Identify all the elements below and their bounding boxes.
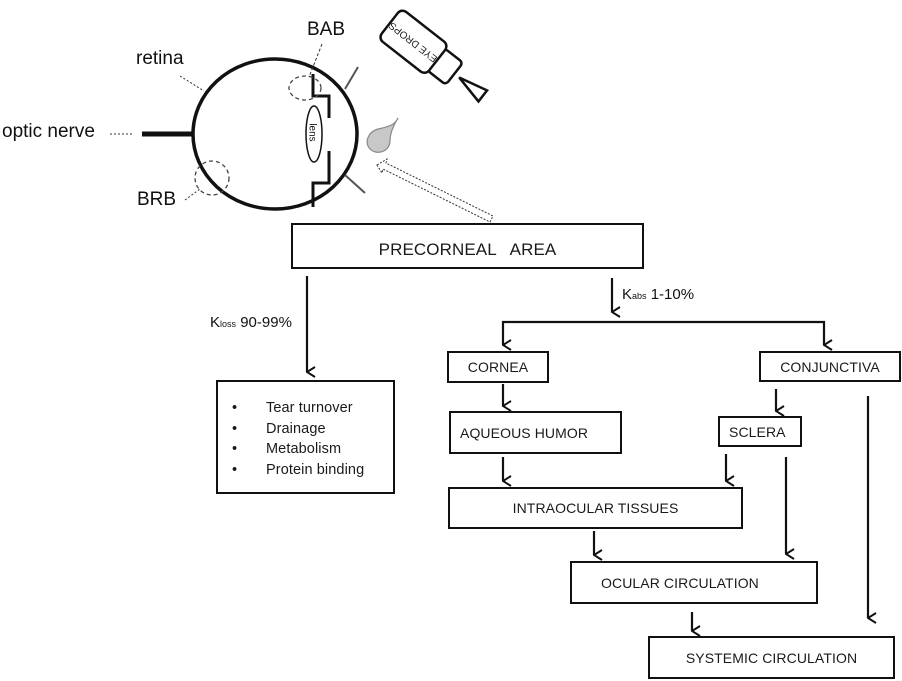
conjunctiva-box: CONJUNCTIVA [759, 351, 901, 382]
conjunctiva-label: CONJUNCTIVA [780, 358, 880, 375]
bab-region [288, 75, 322, 101]
loss-item: Protein binding [230, 460, 364, 481]
split-connector-right [612, 320, 824, 345]
kloss-value: 90-99% [240, 314, 292, 331]
flow-connectors [305, 276, 868, 631]
sclera-label: SCLERA [729, 423, 786, 440]
kabs-symbol: K [622, 286, 633, 303]
precorneal-area-label: PRECORNEAL AREA [378, 240, 557, 259]
kloss-symbol: K [210, 314, 221, 331]
aqueous-humor-label: AQUEOUS HUMOR [460, 424, 589, 441]
sclera-box: SCLERA [718, 416, 802, 447]
ocular-circulation-box: OCULAR CIRCULATION [570, 561, 818, 604]
split-connector-left [501, 320, 612, 345]
loss-item: Metabolism [230, 439, 364, 460]
lens-label: lens [306, 123, 318, 142]
optic-nerve-label: optic nerve [2, 121, 95, 142]
cornea-label: CORNEA [467, 359, 529, 375]
intraocular-tissues-box: INTRAOCULAR TISSUES [448, 487, 743, 529]
bottle-tip [458, 76, 490, 104]
loss-item: Tear turnover [230, 398, 364, 419]
brb-leader [184, 188, 201, 201]
systemic-circulation-label: SYSTEMIC CIRCULATION [685, 649, 858, 666]
kloss-label: Kloss 90-99% [210, 314, 292, 331]
cornea-box: CORNEA [447, 351, 549, 383]
intraocular-tissues-label: INTRAOCULAR TISSUES [512, 500, 679, 516]
iris-lower [311, 151, 331, 207]
loss-mechanisms-list: Tear turnover Drainage Metabolism Protei… [230, 398, 364, 480]
iris-upper [311, 74, 331, 118]
hollow-arrow-to-eye [376, 157, 494, 223]
brb-region [194, 160, 230, 196]
aqueous-humor-box: AQUEOUS HUMOR [449, 411, 622, 454]
loss-item: Drainage [230, 419, 364, 440]
eye-illustration [110, 43, 366, 211]
bottle-body [379, 9, 448, 75]
eye-drops-bottle: EYE DROPS [379, 9, 490, 104]
kloss-subscript: loss [220, 319, 237, 329]
lens [305, 105, 323, 163]
eyeball [191, 57, 359, 211]
ocular-circulation-label: OCULAR CIRCULATION [601, 574, 759, 591]
kabs-value: 1-10% [650, 286, 695, 303]
upper-eyelid [344, 66, 359, 90]
kabs-label: Kabs 1-10% [622, 286, 694, 303]
eye-drop [366, 117, 399, 153]
lower-eyelid [344, 174, 366, 194]
kabs-subscript: abs [632, 291, 647, 301]
retina-leader [179, 75, 205, 92]
bab-label: BAB [307, 19, 346, 40]
bab-leader [308, 43, 323, 78]
precorneal-area-box: PRECORNEAL AREA [291, 223, 644, 269]
systemic-circulation-box: SYSTEMIC CIRCULATION [648, 636, 895, 679]
brb-label: BRB [137, 189, 177, 210]
retina-label: retina [136, 48, 184, 69]
precorneal-loss-box: Tear turnover Drainage Metabolism Protei… [216, 380, 395, 494]
